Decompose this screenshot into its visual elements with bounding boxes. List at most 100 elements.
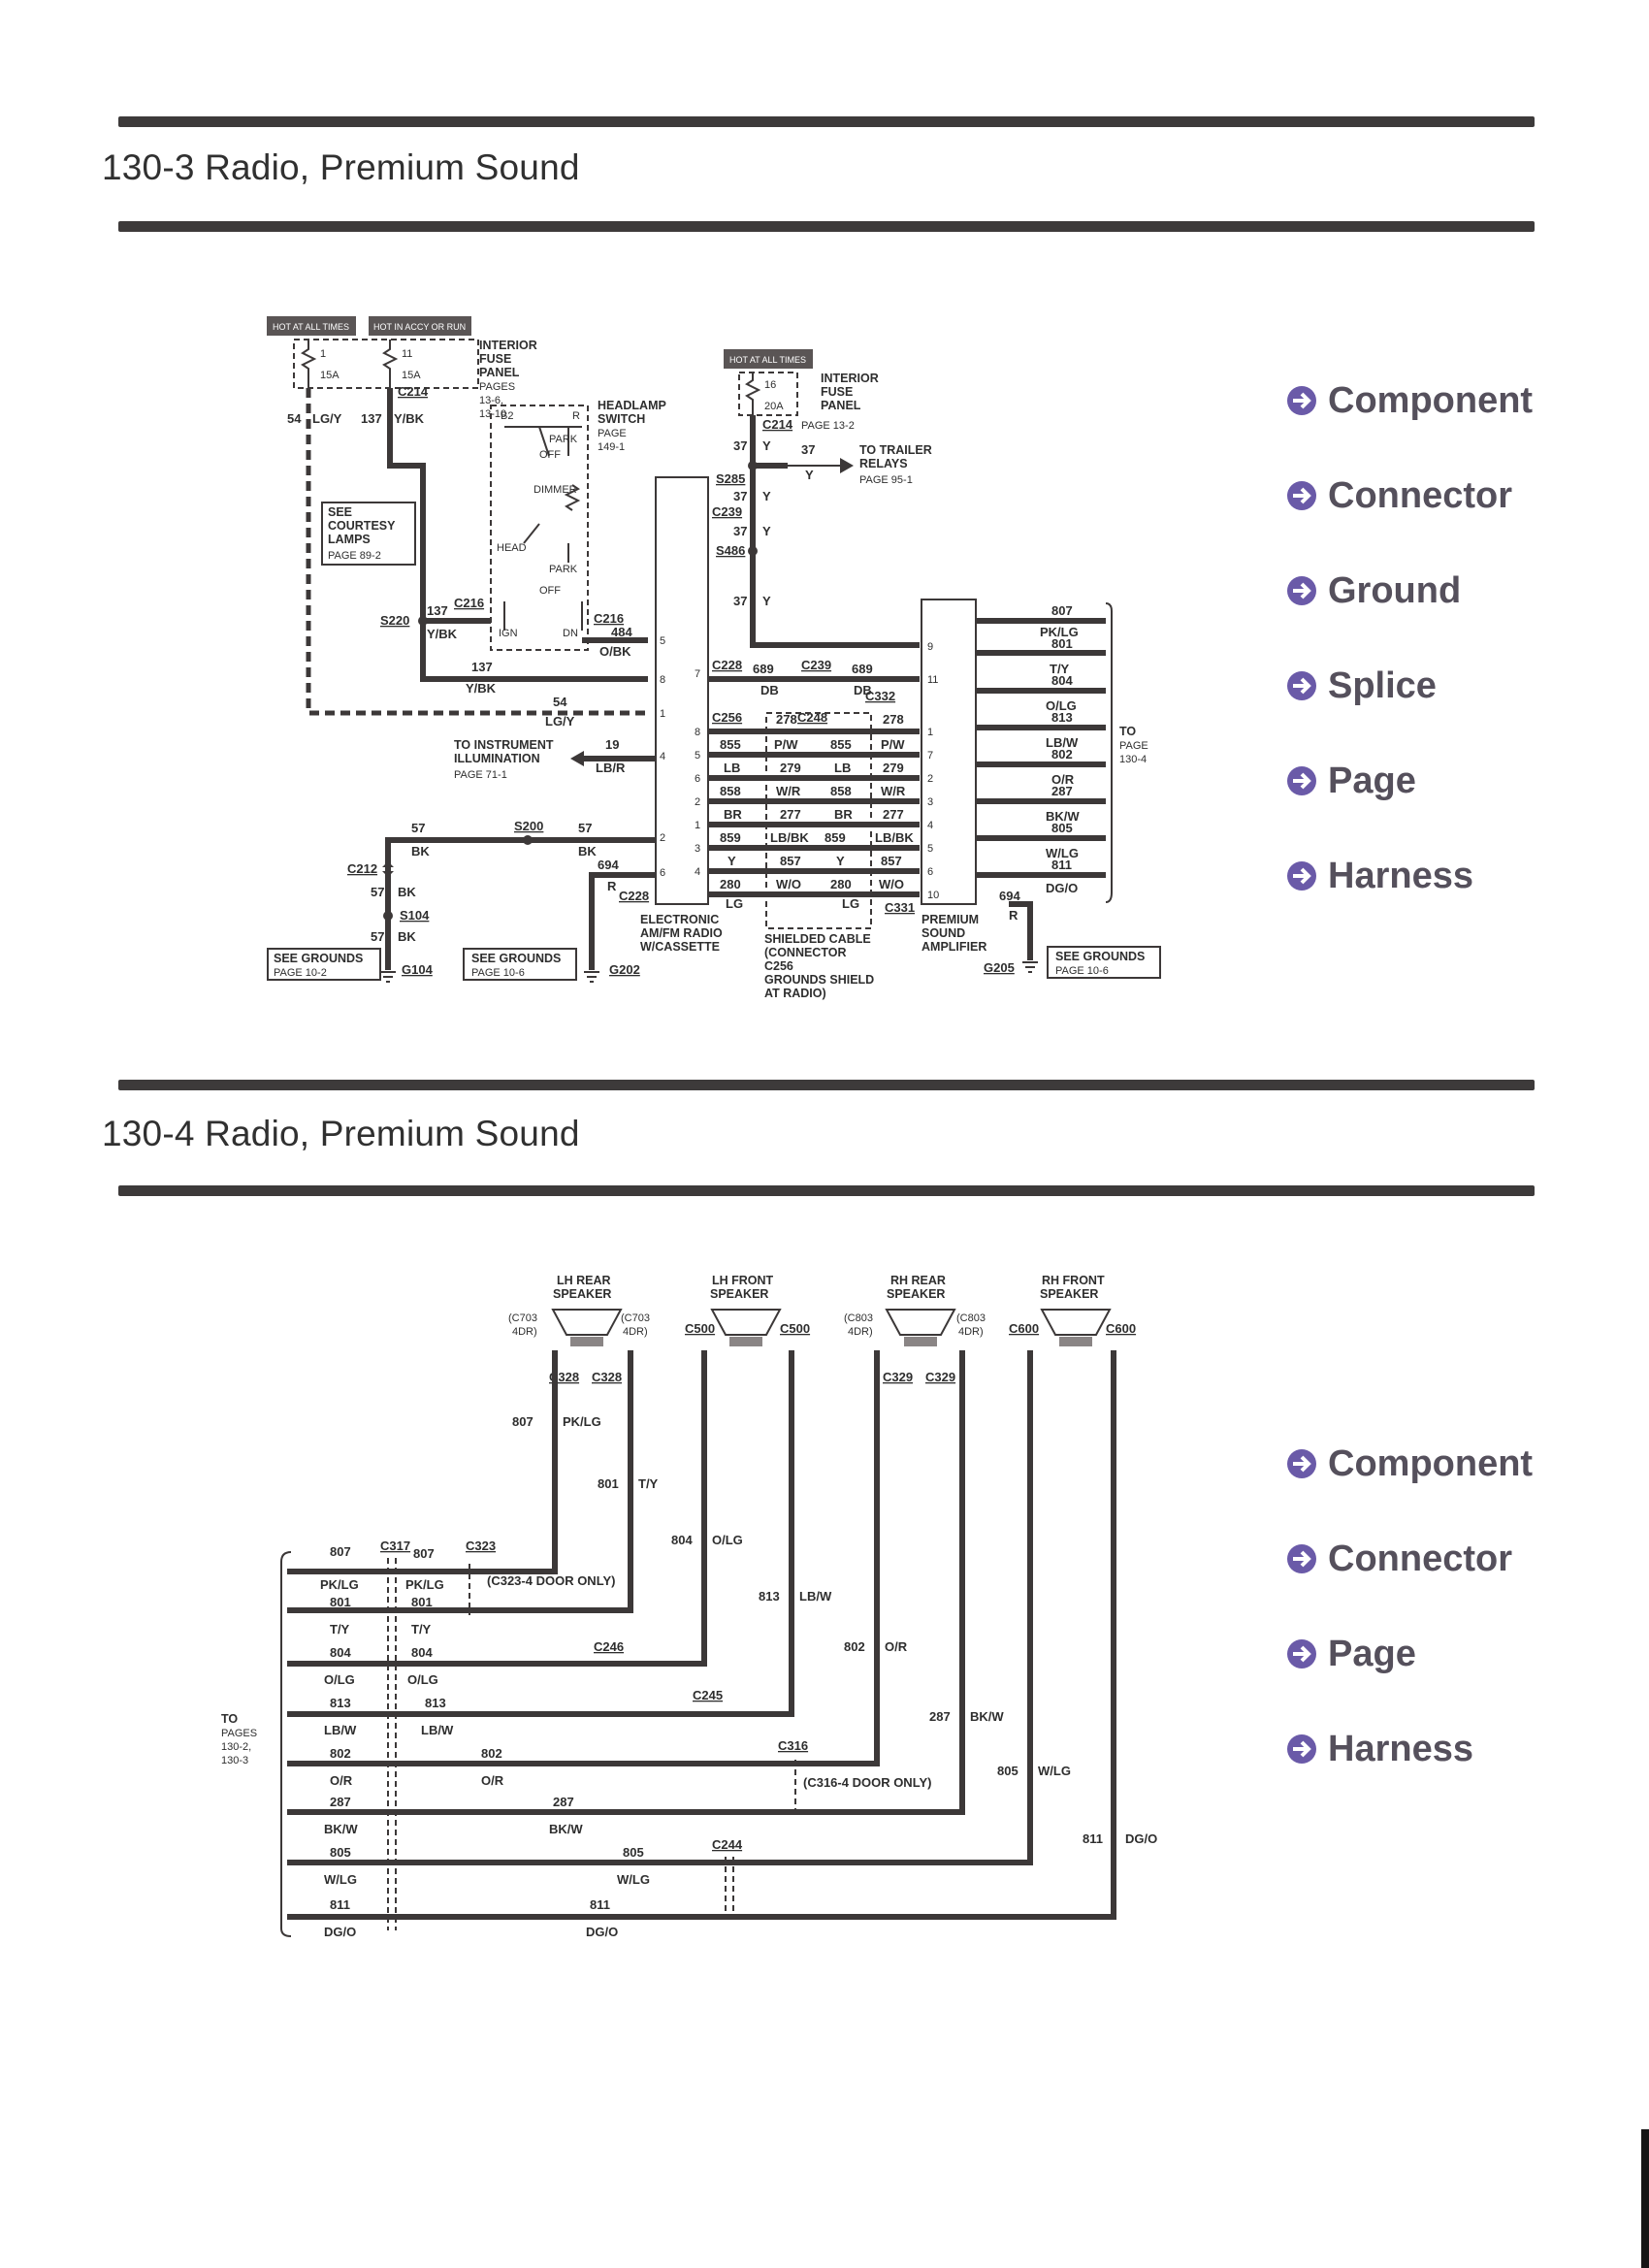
- wire-label: 804: [411, 1645, 433, 1660]
- amp-pin: 9: [927, 641, 933, 653]
- ref-label: SEE: [328, 505, 352, 519]
- wire-label: 805: [1051, 821, 1073, 835]
- nav-label: Component: [1328, 1442, 1534, 1484]
- speaker-rh-rear[interactable]: RH REAR SPEAKER (C803 4DR) (C803 4DR) C3…: [844, 1274, 986, 1384]
- nav-connector[interactable]: Connector: [1285, 448, 1533, 543]
- speaker-magnet: [729, 1337, 762, 1346]
- nav-harness[interactable]: Harness: [1285, 1701, 1533, 1797]
- nav-ground[interactable]: Ground: [1285, 543, 1533, 638]
- to-page-label: PAGE: [1119, 740, 1148, 752]
- wire-287: [287, 1350, 965, 1815]
- splice-dot: [523, 835, 533, 845]
- wire-label: 855: [830, 737, 852, 752]
- speaker-name: LH FRONT: [712, 1274, 774, 1287]
- legend-nav-130-4: Component Connector Page Harness: [1285, 1416, 1533, 1797]
- wire-label: LB/W: [421, 1723, 454, 1737]
- nav-label: Page: [1328, 1633, 1416, 1674]
- wire-label: LB/W: [324, 1723, 357, 1737]
- wire-label: PK/LG: [1040, 625, 1079, 639]
- wire-label: 280: [720, 877, 741, 891]
- circle-arrow-right-icon: [1287, 576, 1316, 605]
- section-divider: [118, 1080, 1535, 1090]
- speaker-lh-front[interactable]: LH FRONT SPEAKER C500 C500: [685, 1274, 810, 1346]
- wire-label: 807: [1051, 603, 1073, 618]
- wire-807: [287, 1350, 558, 1574]
- nav-page[interactable]: Page: [1285, 1606, 1533, 1701]
- courtesy-lamps-ref[interactable]: [321, 502, 416, 566]
- wire-label: 802: [481, 1746, 502, 1761]
- connector-note: (C323-4 DOOR ONLY): [487, 1573, 615, 1588]
- connector-label: C245: [693, 1688, 723, 1702]
- wire-label: PK/LG: [563, 1414, 601, 1429]
- shielded-label: AT RADIO): [764, 987, 826, 1000]
- wire-label: 801: [411, 1595, 433, 1609]
- wire-813: [287, 1350, 794, 1717]
- nav-splice[interactable]: Splice: [1285, 638, 1533, 733]
- nav-label: Harness: [1328, 855, 1473, 896]
- wire-label: Y: [728, 854, 736, 868]
- wire-label: LB/W: [799, 1589, 832, 1604]
- hot-tag: [724, 349, 813, 369]
- see-grounds-ref[interactable]: [463, 948, 577, 981]
- nav-label: Component: [1328, 379, 1534, 421]
- wire-label: 137: [427, 603, 448, 618]
- ref-label: RELAYS: [859, 457, 908, 470]
- wire-label: PK/LG: [320, 1577, 359, 1592]
- splice-dot: [418, 616, 428, 626]
- see-grounds-ref[interactable]: [267, 948, 381, 981]
- wire-label: O/LG: [324, 1672, 355, 1687]
- switch-label: OFF: [539, 449, 561, 461]
- circle-arrow-right-icon: [1287, 671, 1316, 700]
- splice-label: S220: [380, 613, 409, 628]
- see-grounds-ref[interactable]: [1047, 946, 1161, 979]
- nav-component[interactable]: Component: [1285, 353, 1533, 448]
- circle-arrow-right-icon: [1287, 386, 1316, 415]
- fuse-number: 1: [320, 348, 326, 360]
- nav-component[interactable]: Component: [1285, 1416, 1533, 1511]
- wire-label: 811: [1083, 1831, 1103, 1846]
- speaker-rh-front[interactable]: RH FRONT SPEAKER C600 C600: [1009, 1274, 1136, 1346]
- speaker-name: SPEAKER: [553, 1287, 611, 1301]
- nav-label: Splice: [1328, 664, 1437, 706]
- speaker-lh-rear[interactable]: LH REAR SPEAKER (C703 4DR) (C703 4DR) C3…: [508, 1274, 650, 1384]
- wire-label: DG/O: [324, 1925, 356, 1939]
- circle-arrow-right-icon: [1287, 766, 1316, 795]
- nav-harness[interactable]: Harness: [1285, 828, 1533, 923]
- connector-label: C216: [594, 611, 624, 626]
- switch-label: DIMMER: [534, 484, 577, 496]
- wire-label: T/Y: [1050, 662, 1070, 676]
- section-title-130-4: 130-4 Radio, Premium Sound: [102, 1114, 580, 1153]
- radio-pin: 5: [660, 635, 665, 647]
- amp-output-labels: 807 PK/LG 801 T/Y 804 O/LG 813 LB/W 802 …: [1040, 603, 1080, 895]
- nav-connector[interactable]: Connector: [1285, 1511, 1533, 1606]
- electronic-radio[interactable]: [655, 476, 709, 905]
- wire-label: 54: [553, 695, 567, 709]
- ref-label: SEE GROUNDS: [471, 952, 561, 965]
- wire-label: R: [607, 879, 617, 893]
- connector-label: C332: [865, 689, 895, 703]
- wire-801: [287, 1350, 633, 1613]
- wire-label: PK/LG: [405, 1577, 444, 1592]
- connector-label: C316: [778, 1738, 808, 1753]
- connector-label: (C803: [956, 1312, 986, 1324]
- fuse-panel-box: [293, 339, 479, 389]
- wire-label: 805: [330, 1845, 351, 1860]
- ground-symbol-icon: [1022, 961, 1038, 973]
- wire-label: 37: [801, 442, 815, 457]
- wire-label: 855: [720, 737, 741, 752]
- wire-label: P/W: [774, 737, 798, 752]
- hot-tag: [369, 316, 471, 336]
- wire-label: 137: [361, 411, 382, 426]
- ground-symbol-icon: [380, 971, 396, 983]
- speaker-name: RH FRONT: [1042, 1274, 1105, 1287]
- wire-label: LB/W: [1046, 735, 1079, 750]
- wire-label: 858: [720, 784, 741, 798]
- switch-label: IGN: [499, 628, 518, 639]
- nav-label: Ground: [1328, 569, 1462, 611]
- fuse-panel-label: PAGES: [479, 381, 515, 393]
- premium-sound-amplifier[interactable]: [921, 599, 977, 905]
- ref-label: PAGE 10-6: [471, 967, 525, 979]
- wire-label: 57: [371, 885, 384, 899]
- radio-label: ELECTRONIC: [640, 913, 719, 926]
- nav-page[interactable]: Page: [1285, 733, 1533, 828]
